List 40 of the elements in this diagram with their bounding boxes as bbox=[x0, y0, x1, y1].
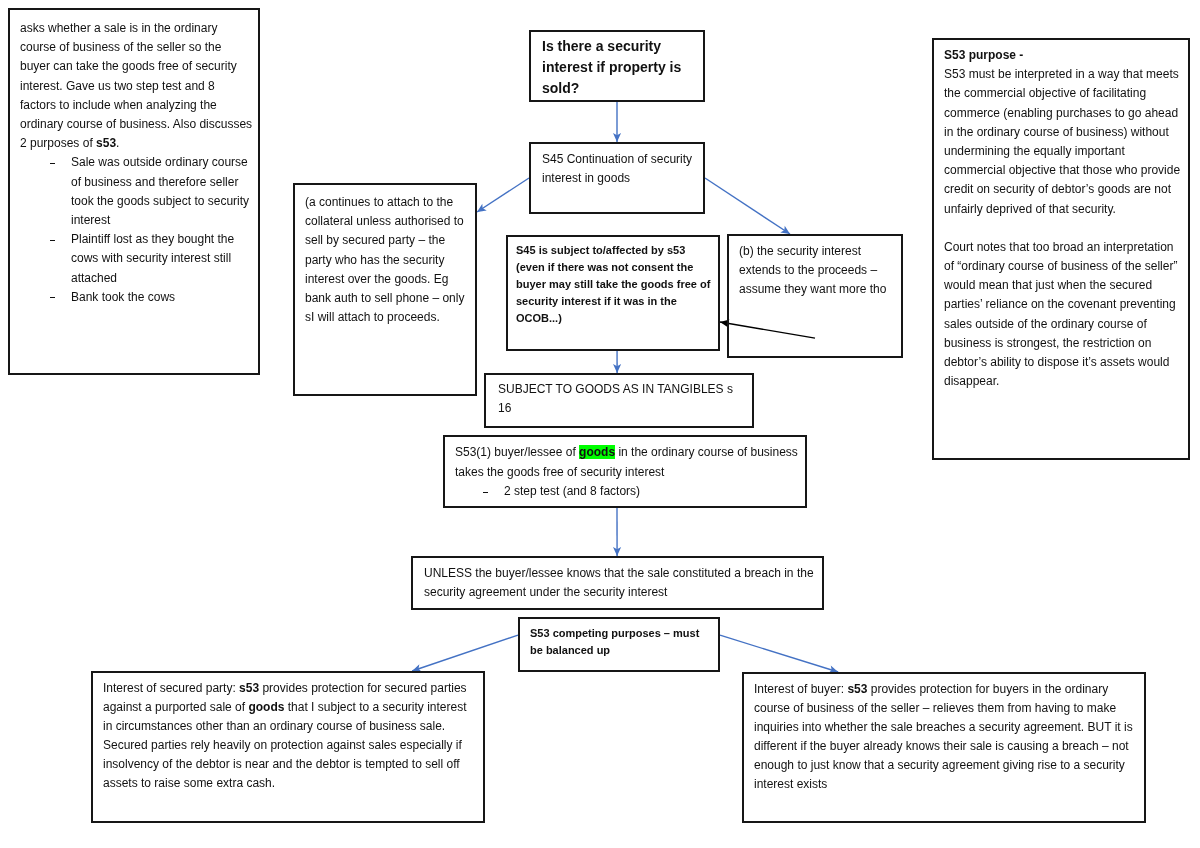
note-box bbox=[8, 8, 260, 375]
box-text: S53 competing purposes – must be balanced up bbox=[530, 626, 701, 658]
process-box bbox=[484, 373, 754, 428]
note-box bbox=[932, 38, 1190, 460]
process-box bbox=[411, 556, 824, 610]
bullet-text: 2 step test (and 8 factors) bbox=[504, 483, 641, 500]
arrow bbox=[476, 177, 530, 213]
note-box bbox=[293, 183, 477, 396]
note-box bbox=[742, 672, 1146, 823]
box-text: Court notes that too broad an interpretation of “ordinary course of business of the seller” would mean that just when the secured parties’ reliance on the covenant preventing sales outside of the ordinary course of business is strongest, the restriction on debtor’s ability to dispose it’s assets would disappear. bbox=[944, 238, 1179, 391]
question-box bbox=[529, 30, 705, 102]
box-text: SUBJECT TO GOODS AS IN TANGIBLES s 16 bbox=[498, 381, 734, 417]
arrow bbox=[612, 101, 622, 143]
box-text: S53 must be interpreted in a way that meets the commercial objective of facilitating commerce (enabling purchases to go ahead in the ordinary course of business) without undermining the equally important commercial objective that those who provide credit on security of debtor’s goods are not unfairly deprived of that security. bbox=[944, 66, 1182, 218]
process-box bbox=[443, 435, 807, 508]
box-text: S45 Continuation of security interest in goods bbox=[542, 151, 694, 187]
heading-text: S53 purpose - bbox=[944, 47, 1025, 64]
arrow bbox=[719, 319, 816, 339]
process-box bbox=[529, 142, 705, 214]
box-text: asks whether a sale is in the ordinary course of business of the seller so the buyer can take the goods free of security interest. Gave us two step test and 8 factors to include when analyzing the ordinary course of business. Also discusses 2 purposes of s53. bbox=[20, 20, 254, 153]
process-box bbox=[506, 235, 720, 351]
box-text: UNLESS the buyer/lessee knows that the sale constituted a breach in the security agreement under the security interest bbox=[424, 565, 815, 601]
box-text: S53(1) buyer/lessee of goods in the ordinary course of business takes the goods free of security interest bbox=[455, 444, 799, 481]
note-box bbox=[91, 671, 485, 823]
bullet-text: Sale was outside ordinary course of business and therefore seller took the goods subject to security interest bbox=[71, 154, 251, 230]
arrow bbox=[613, 350, 622, 374]
arrow bbox=[411, 634, 519, 672]
bullet-text: Bank took the cows bbox=[71, 288, 176, 306]
arrow bbox=[719, 634, 839, 674]
box-text: (a continues to attach to the collateral unless authorised to sell by secured party – the party who has the security interest over the goods. Eg bank auth to sell phone – only sI will attach to proceeds. bbox=[305, 194, 466, 327]
process-box bbox=[518, 617, 720, 672]
box-text: (b) the security interest extends to the proceeds – assume they want more tho bbox=[739, 243, 888, 298]
arrow bbox=[704, 177, 791, 235]
bullet-text: Plaintiff lost as they bought the cows with security interest still attached bbox=[71, 231, 236, 287]
box-text: Interest of secured party: s53 provides protection for secured parties against a purported sale of goods that I subject to a security interest in circumstances other than an ordinary course of business sale. Secured parties rely heavily on protection against sales especially if insolvency of the debtor is near and the debtor is tempted to sell off assets to raise some extra cash. bbox=[103, 680, 468, 792]
box-text: Interest of buyer: s53 provides protection for buyers in the ordinary course of business of the seller – relieves them from having to make inquiries into whether the sale breaches a security agreement. BUT it is different if the buyer already knows their sale is causing a breach – not enough to just know that a security agreement giving rise to a security interest exists bbox=[754, 681, 1134, 793]
arrow bbox=[613, 507, 622, 557]
box-text: S45 is subject to/affected by s53 (even if there was not consent the buyer may still take the goods free of security interest if it was in the OCOB...) bbox=[516, 243, 712, 326]
box-text: Is there a security interest if property is sold? bbox=[542, 37, 683, 98]
note-box bbox=[727, 234, 903, 358]
